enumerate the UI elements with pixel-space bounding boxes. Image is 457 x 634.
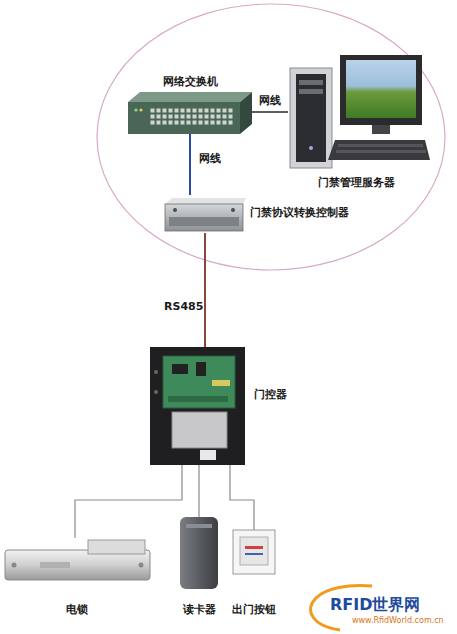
server-picture [290,55,430,168]
network-cable [252,111,288,113]
watermark-url: www.RfidWorld.com.cn [352,616,444,626]
rs485-cable [204,233,206,347]
device-wire [198,465,199,517]
network-region [97,4,445,270]
exit-button: 出门按钮 [233,530,275,574]
server-computer: 门禁管理服务器 [288,55,430,162]
card-reader: 读卡器 [180,517,218,589]
edge-label: RS485 [163,300,204,314]
controller-picture [150,347,245,465]
edge-label: 网线 [258,94,282,108]
device-label: 出门按钮 [232,603,276,617]
converter-picture [165,198,246,231]
device-label: 门禁协议转换控制器 [250,206,349,220]
switch-picture [128,92,252,134]
door-controller: 门控器 [150,347,245,465]
network-switch: 网络交换机 [128,92,252,134]
network-cable [189,134,191,195]
edge-label: 网线 [198,152,222,166]
device-label: 门控器 [254,388,287,402]
device-wire [230,465,254,530]
protocol-converter: 门禁协议转换控制器 [163,195,245,233]
reader-picture [180,517,218,589]
device-label: 读卡器 [183,603,216,617]
watermark-logo: RFID世界网 [330,595,420,614]
lock-picture [5,540,150,580]
electric-lock: 电锁 [5,538,150,582]
device-wire [75,465,182,538]
device-label: 电锁 [66,603,88,617]
device-label: 门禁管理服务器 [318,176,395,190]
button-picture [233,530,275,574]
device-label: 网络交换机 [163,75,218,89]
